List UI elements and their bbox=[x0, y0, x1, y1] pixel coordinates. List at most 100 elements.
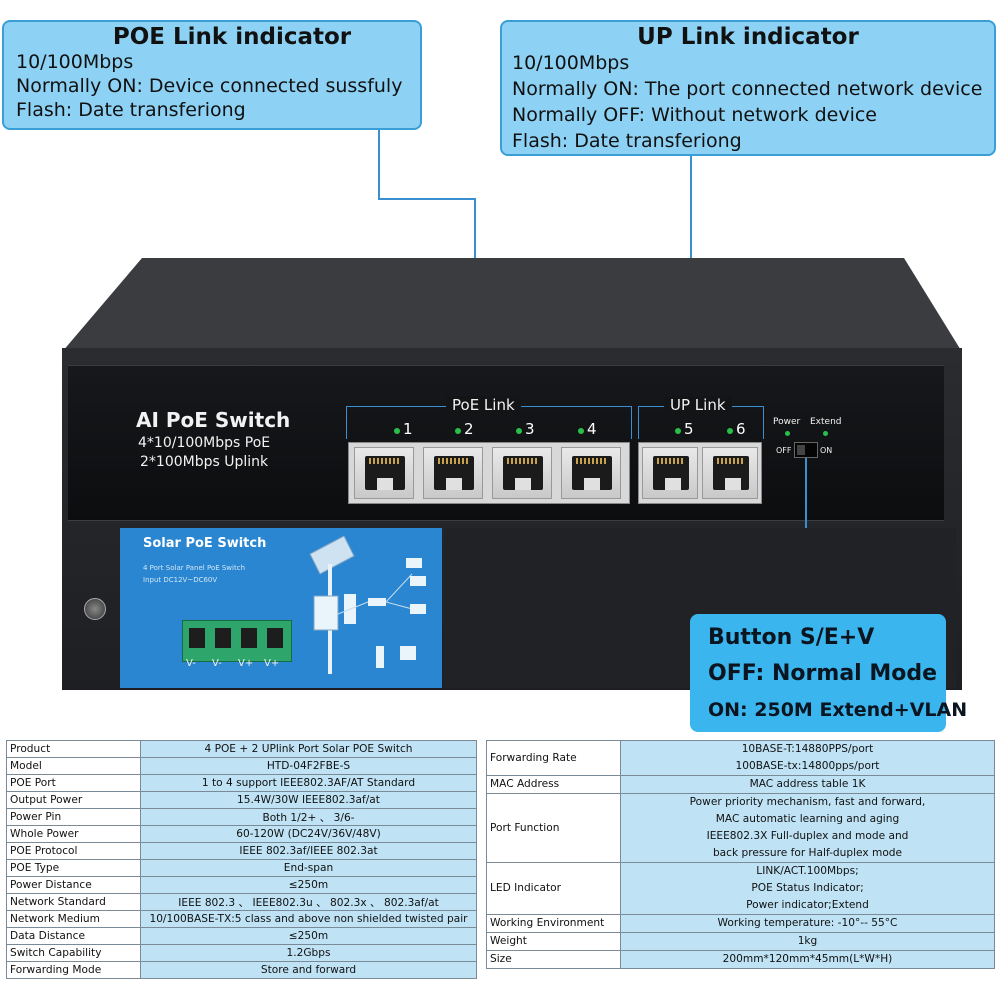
button-callout-line: ON: 250M Extend+VLAN bbox=[708, 699, 968, 721]
poe-callout-line: Normally ON: Device connected sussfuly bbox=[16, 75, 403, 97]
table-row: Size 200mm*120mm*45mm(L*W*H) bbox=[486, 950, 995, 969]
spec-value-line: back pressure for Half-duplex mode bbox=[712, 847, 903, 859]
port-led bbox=[578, 428, 584, 434]
solar-line: 4 Port Solar Panel PoE Switch bbox=[143, 564, 245, 572]
spec-key: Forwarding Mode bbox=[6, 961, 141, 979]
spec-key: Port Function bbox=[486, 793, 621, 863]
poe-callout-title: POE Link indicator bbox=[112, 24, 352, 50]
spec-key: Size bbox=[486, 950, 621, 969]
port-number: 4 bbox=[587, 420, 597, 438]
off-label: OFF bbox=[776, 446, 792, 455]
spec-value: HTD-04F2FBE-S bbox=[140, 757, 477, 775]
mode-toggle-switch[interactable] bbox=[794, 442, 818, 458]
spec-value: 1 to 4 support IEEE802.3AF/AT Standard bbox=[140, 774, 477, 792]
spec-value-line: 100BASE-tx:14800pps/port bbox=[735, 760, 880, 772]
solar-system-diagram bbox=[309, 535, 426, 674]
port-led bbox=[516, 428, 522, 434]
spec-value-line: Power priority mechanism, fast and forwa… bbox=[689, 796, 926, 808]
device-subtitle: 4*10/100Mbps PoE bbox=[138, 435, 271, 451]
button-mode-callout: Button S/E+V OFF: Normal Mode ON: 250M E… bbox=[690, 614, 968, 732]
spec-value-line: LINK/ACT.100Mbps; bbox=[756, 865, 859, 877]
spec-value: End-span bbox=[140, 859, 477, 877]
spec-value: 60-120W (DC24V/36V/48V) bbox=[140, 825, 477, 843]
spec-key: Weight bbox=[486, 932, 621, 951]
port-number: 3 bbox=[525, 420, 535, 438]
rj45-port-6[interactable] bbox=[702, 447, 758, 499]
table-row: Data Distance≤250m bbox=[6, 927, 477, 945]
device-subtitle: 2*100Mbps Uplink bbox=[140, 454, 269, 470]
spec-value-line: IEEE802.3X Full-duplex and mode and bbox=[706, 830, 909, 842]
spec-value: LINK/ACT.100Mbps; POE Status Indicator; Po… bbox=[620, 862, 995, 915]
spec-value: ≤250m bbox=[140, 927, 477, 945]
terminal-screw-icon bbox=[267, 628, 283, 648]
rj45-port-2[interactable] bbox=[423, 447, 483, 499]
poe-group-label: PoE Link bbox=[446, 396, 521, 414]
on-label: ON bbox=[820, 446, 833, 455]
spec-key: Switch Capability bbox=[6, 944, 141, 962]
up-callout-title: UP Link indicator bbox=[637, 24, 859, 50]
spec-value-line: Working temperature: -10°-- 55°C bbox=[717, 917, 898, 929]
spec-key: Forwarding Rate bbox=[486, 740, 621, 776]
terminal-screw-icon bbox=[241, 628, 257, 648]
spec-key: Network Standard bbox=[6, 893, 141, 911]
port-led bbox=[394, 428, 400, 434]
port-number: 2 bbox=[464, 420, 474, 438]
spec-value: 200mm*120mm*45mm(L*W*H) bbox=[620, 950, 995, 969]
spec-value-line: MAC address table 1K bbox=[749, 778, 866, 790]
port-number: 1 bbox=[403, 420, 413, 438]
spec-value: 15.4W/30W IEEE802.3af/at bbox=[140, 791, 477, 809]
button-callout-line: Button S/E+V bbox=[708, 625, 875, 650]
spec-key: Power Distance bbox=[6, 876, 141, 894]
spec-value-line: 200mm*120mm*45mm(L*W*H) bbox=[722, 953, 893, 965]
spec-key: MAC Address bbox=[486, 775, 621, 794]
spec-value-line: 1kg bbox=[797, 935, 818, 947]
spec-key: Power Pin bbox=[6, 808, 141, 826]
up-group-label: UP Link bbox=[664, 396, 732, 414]
spec-value-line: Power indicator;Extend bbox=[746, 899, 869, 911]
power-led bbox=[785, 431, 790, 436]
spec-key: Model bbox=[6, 757, 141, 775]
port-led bbox=[455, 428, 461, 434]
poe-link-indicator-callout: POE Link indicator 10/100Mbps Normally O… bbox=[2, 20, 422, 130]
spec-value: 10/100BASE-TX:5 class and above non shie… bbox=[140, 910, 477, 928]
port-led bbox=[675, 428, 681, 434]
switch-top-cover bbox=[62, 258, 962, 352]
spec-value: Store and forward bbox=[140, 961, 477, 979]
spec-value-line: POE Status Indicator; bbox=[751, 882, 864, 894]
rj45-port-1[interactable] bbox=[354, 447, 414, 499]
up-link-indicator-callout: UP Link indicator 10/100Mbps Normally ON… bbox=[500, 20, 996, 156]
extend-led bbox=[823, 431, 828, 436]
spec-key: Output Power bbox=[6, 791, 141, 809]
spec-key: POE Port bbox=[6, 774, 141, 792]
ground-screw-icon bbox=[84, 598, 106, 620]
spec-value: IEEE 802.3 、 IEEE802.3u 、 802.3x 、 802.3… bbox=[140, 893, 477, 911]
rj45-port-5[interactable] bbox=[642, 447, 698, 499]
spec-value: 4 POE + 2 UPlink Port Solar POE Switch bbox=[140, 740, 477, 758]
extend-label: Extend bbox=[810, 417, 842, 427]
rj45-port-3[interactable] bbox=[492, 447, 552, 499]
spec-value: Working temperature: -10°-- 55°C bbox=[620, 914, 995, 933]
terminal-screw-icon bbox=[189, 628, 205, 648]
spec-value: 1.2Gbps bbox=[140, 944, 477, 962]
spec-value: Power priority mechanism, fast and forwa… bbox=[620, 793, 995, 863]
port-led bbox=[727, 428, 733, 434]
solar-line: Input DC12V~DC60V bbox=[143, 576, 218, 584]
device-title: AI PoE Switch bbox=[136, 408, 291, 432]
spec-key: Working Environment bbox=[486, 914, 621, 933]
spec-value: 1kg bbox=[620, 932, 995, 951]
poe-leader-line bbox=[378, 130, 380, 200]
poe-leader-line bbox=[378, 198, 476, 200]
spec-value: IEEE 802.3af/IEEE 802.3at bbox=[140, 842, 477, 860]
rj45-port-4[interactable] bbox=[561, 447, 621, 499]
up-callout-line: Normally OFF: Without network device bbox=[512, 104, 877, 126]
